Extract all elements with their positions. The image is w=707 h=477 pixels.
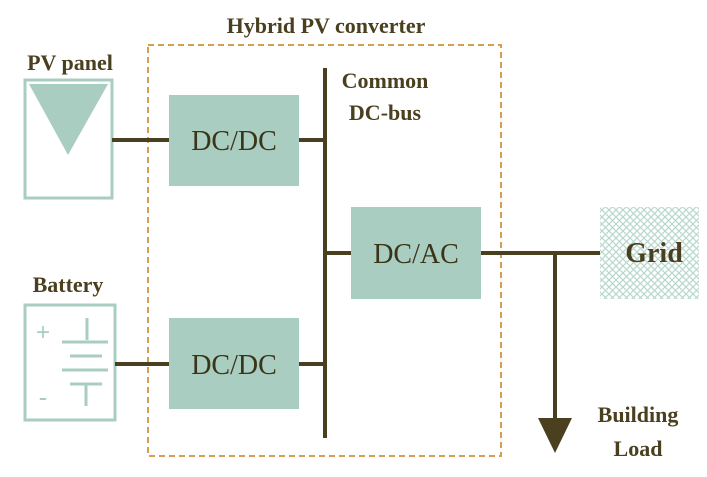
bus-label-line2: DC-bus: [349, 100, 422, 125]
dcdc-top-label: DC/DC: [191, 126, 277, 157]
wiring: [112, 138, 605, 418]
load-arrow-icon: [538, 418, 572, 453]
load-label-line2: Load: [614, 436, 663, 461]
dcac-label: DC/AC: [373, 239, 459, 270]
converter-title: Hybrid PV converter: [227, 13, 426, 38]
dcdc-top-block: [169, 95, 299, 186]
pv-panel-label: PV panel: [27, 50, 113, 75]
converter-boundary: [147, 44, 502, 457]
dcac-block: [351, 207, 481, 299]
pv-panel-icon: [23, 78, 114, 200]
battery-label: Battery: [33, 272, 104, 297]
dcdc-bottom-label: DC/DC: [191, 350, 277, 381]
battery-icon: + -: [23, 303, 117, 422]
dcdc-bottom-block: [169, 318, 299, 409]
grid-label: Grid: [625, 238, 683, 269]
battery-plus-sign: +: [36, 319, 50, 346]
load-label-line1: Building: [598, 402, 679, 427]
battery-minus-sign: -: [39, 382, 48, 412]
grid-icon: [600, 207, 699, 299]
bus-label-line1: Common: [342, 68, 429, 93]
